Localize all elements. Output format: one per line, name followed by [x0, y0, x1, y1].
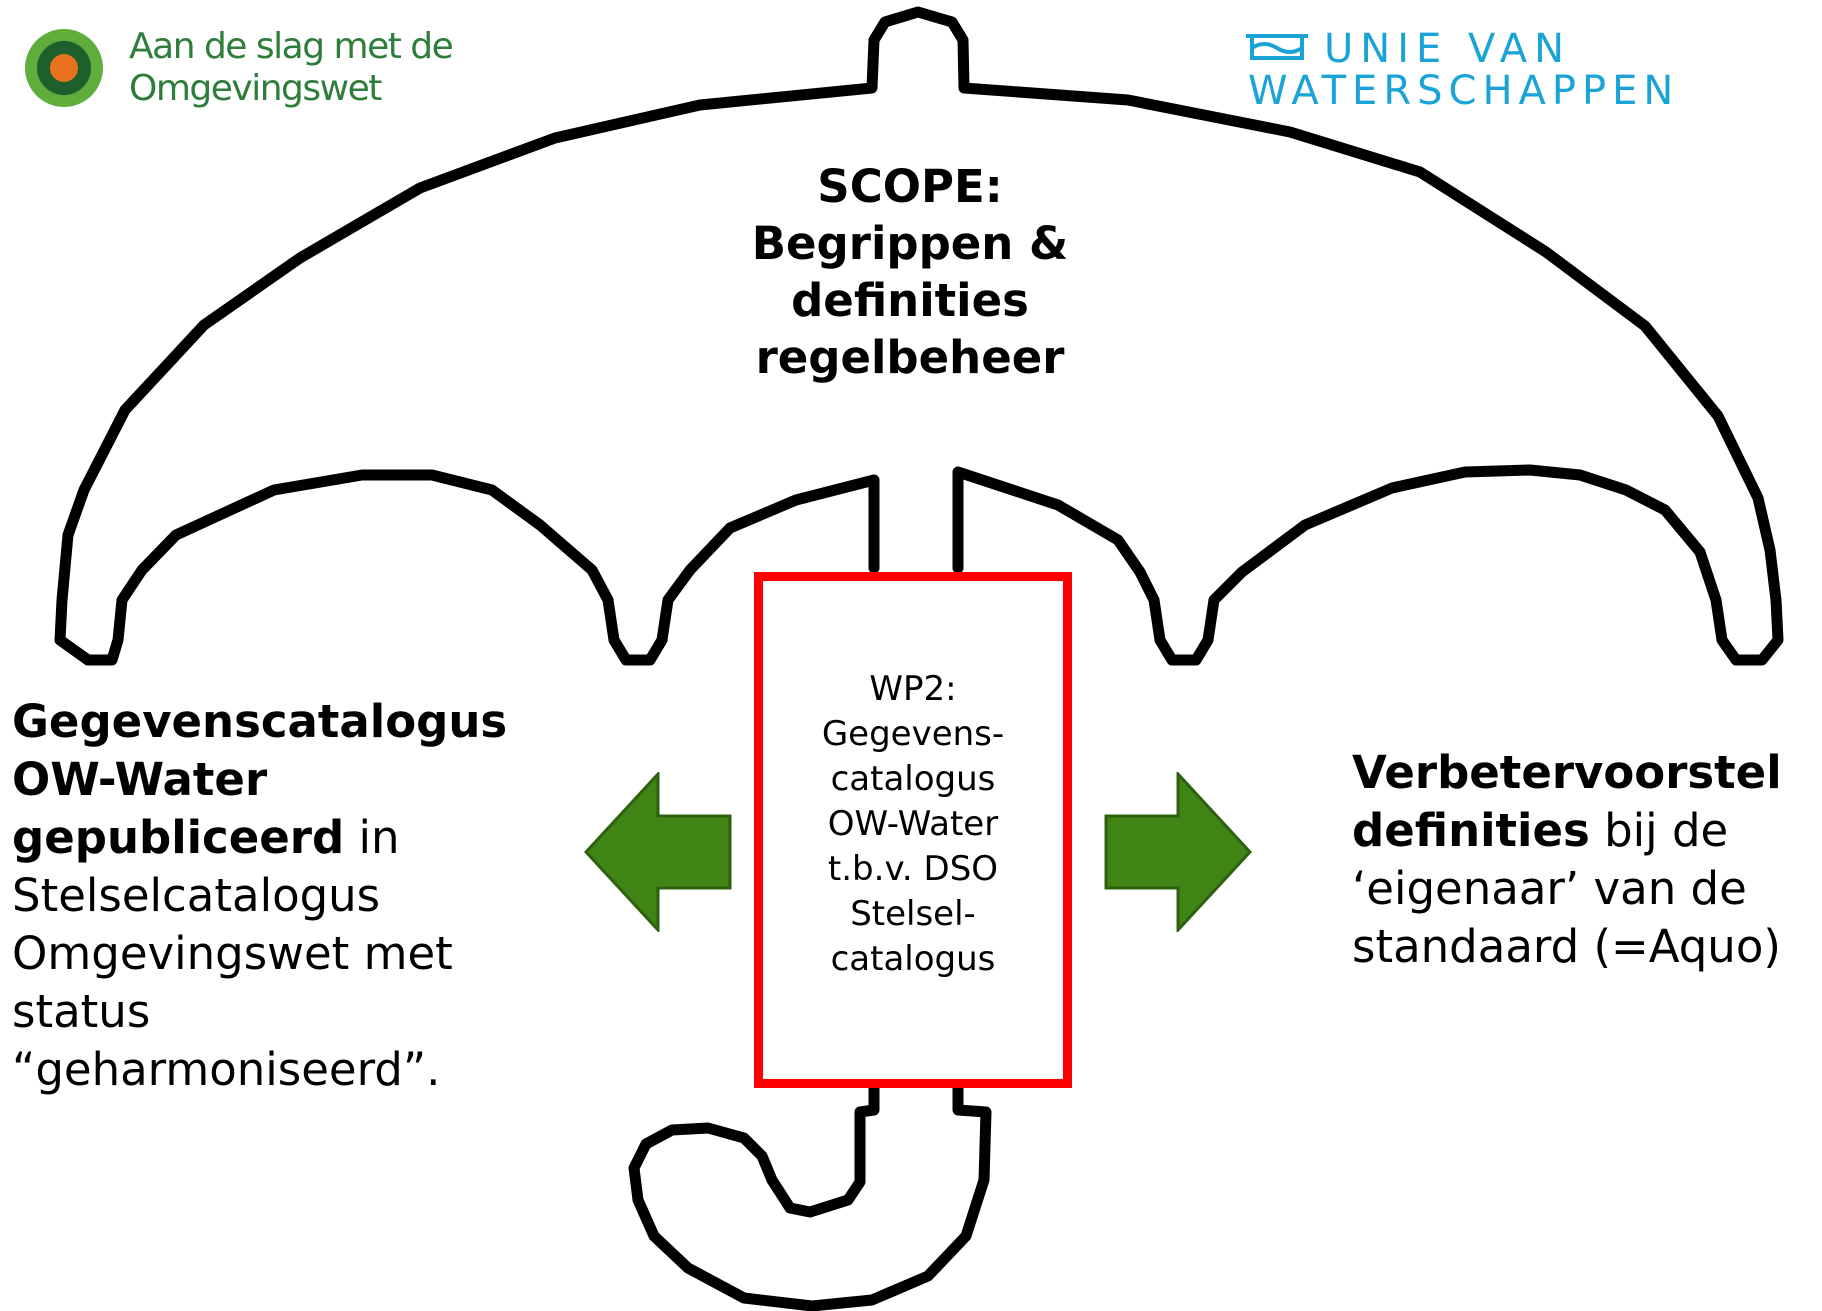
- left-outcome-line6: status: [12, 985, 151, 1038]
- wp2-line6: Stelsel-: [850, 894, 976, 934]
- right-outcome-plain2: bij de: [1589, 804, 1729, 857]
- wp2-text: WP2: Gegevens- catalogus OW-Water t.b.v.…: [763, 667, 1063, 982]
- umbrella-handle: [628, 1082, 992, 1311]
- wp2-line5: t.b.v. DSO: [827, 849, 999, 889]
- left-outcome-line3: gepubliceerd in: [12, 809, 572, 867]
- left-outcome-plain3: in: [344, 811, 400, 864]
- scope-line3: definities: [791, 274, 1029, 327]
- right-outcome-line4: standaard (=Aquo): [1352, 920, 1781, 973]
- scope-line4: regelbeheer: [755, 331, 1065, 384]
- right-outcome-line1: Verbetervoorstel: [1352, 746, 1782, 799]
- scope-heading: SCOPE: Begrippen & definities regelbehee…: [680, 158, 1140, 386]
- left-outcome-line7: “geharmoniseerd”.: [12, 1043, 441, 1096]
- logo-aan-de-slag: Aan de slag met de Omgevingswet: [24, 26, 464, 116]
- logo-left-line1: Aan de slag met de: [129, 26, 454, 67]
- scope-line1: SCOPE:: [817, 160, 1003, 213]
- logo-right-line2: WATERSCHAPPEN: [1248, 68, 1680, 114]
- wp2-line7: catalogus: [830, 939, 996, 979]
- left-outcome-bold3: gepubliceerd: [12, 811, 345, 864]
- umbrella-scallop-left: [82, 469, 880, 666]
- scope-line2: Begrippen &: [751, 217, 1069, 270]
- target-circle-icon: [25, 29, 103, 107]
- wp2-box: WP2: Gegevens- catalogus OW-Water t.b.v.…: [754, 572, 1072, 1088]
- right-outcome-line2: definities bij de: [1352, 802, 1812, 860]
- logo-right-line1: UNIE VAN: [1324, 26, 1572, 72]
- logo-left-wordmark: Aan de slag met de Omgevingswet: [129, 26, 454, 110]
- right-outcome-text: Verbetervoorstel definities bij de ‘eige…: [1352, 744, 1812, 976]
- left-outcome-line5: Omgevingswet met: [12, 927, 453, 980]
- wp2-line4: OW-Water: [827, 804, 999, 844]
- wp2-line1: WP2:: [869, 669, 957, 709]
- arrow-right-icon: [1104, 772, 1252, 932]
- right-outcome-bold2: definities: [1352, 804, 1590, 857]
- logo-unie-van-waterschappen: UNIE VAN WATERSCHAPPEN: [1244, 26, 1744, 118]
- left-outcome-line2: OW-Water: [12, 753, 268, 806]
- left-outcome-text: Gegevenscatalogus OW-Water gepubliceerd …: [12, 693, 572, 1099]
- logo-left-line2: Omgevingswet: [129, 68, 382, 109]
- right-outcome-line3: ‘eigenaar’ van de: [1352, 862, 1747, 915]
- wp2-line3: catalogus: [830, 759, 996, 799]
- left-outcome-line4: Stelselcatalogus: [12, 869, 381, 922]
- left-outcome-line1: Gegevenscatalogus: [12, 695, 508, 748]
- water-wave-icon: [1246, 34, 1308, 60]
- umbrella-canopy: [54, 6, 1784, 666]
- arrow-left-icon: [584, 772, 732, 932]
- wp2-line2: Gegevens-: [821, 714, 1005, 754]
